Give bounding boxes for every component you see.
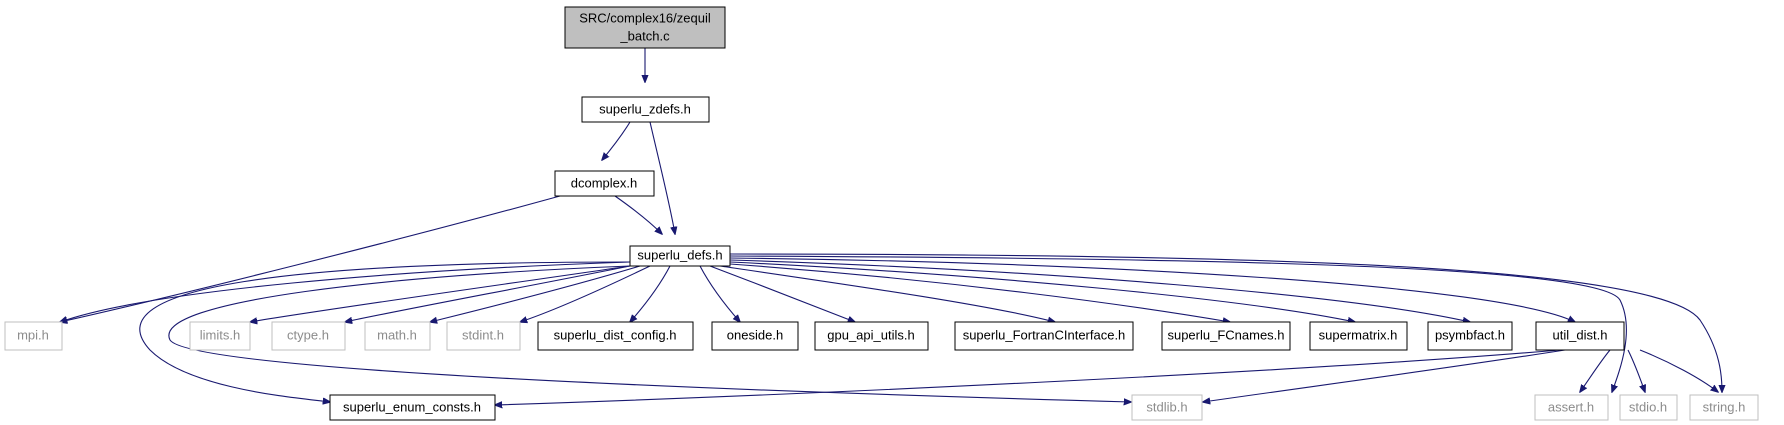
node-superlu-dist-config[interactable]: superlu_dist_config.h	[537, 321, 694, 351]
edge-util-dist-to-assert	[1580, 349, 1611, 392]
node-dcomplex-label: dcomplex.h	[571, 175, 637, 190]
node-oneside-label: oneside.h	[727, 327, 783, 342]
node-superlu-defs[interactable]: superlu_defs.h	[629, 245, 731, 267]
node-mpi-label: mpi.h	[17, 327, 49, 342]
edge-superlu-defs-to-oneside	[699, 265, 740, 322]
edge-superlu-defs-to-string	[729, 253, 1722, 392]
node-superlu-fcnames[interactable]: superlu_FCnames.h	[1161, 321, 1291, 351]
node-superlu-fortran-c-interface-label: superlu_FortranCInterface.h	[963, 327, 1126, 342]
edge-util-dist-to-stdio	[1627, 349, 1645, 392]
node-superlu-enum-consts-label: superlu_enum_consts.h	[343, 399, 481, 414]
edge-superlu-defs-to-limits	[250, 265, 631, 322]
edge-superlu-defs-to-mpi	[60, 261, 631, 322]
edge-superlu-defs-to-fortran-interface	[719, 265, 1055, 322]
node-stdio[interactable]: stdio.h	[1619, 394, 1678, 421]
edge-dcomplex-to-mpi	[60, 195, 561, 322]
node-superlu-fortran-c-interface[interactable]: superlu_FortranCInterface.h	[954, 321, 1134, 351]
node-superlu-zdefs-label: superlu_zdefs.h	[599, 101, 691, 116]
node-dcomplex[interactable]: dcomplex.h	[554, 170, 655, 197]
node-ctype-label: ctype.h	[287, 327, 329, 342]
node-root-label-line1: SRC/complex16/zequil	[579, 10, 711, 25]
edges	[60, 48, 1722, 405]
edge-superlu-defs-to-stdint	[520, 265, 651, 322]
edge-dcomplex-to-superlu-defs	[614, 195, 662, 234]
node-limits[interactable]: limits.h	[189, 321, 251, 351]
edge-superlu-zdefs-to-superlu-defs	[649, 121, 675, 234]
node-root-label-line2: _batch.c	[619, 28, 670, 43]
node-superlu-fcnames-label: superlu_FCnames.h	[1167, 327, 1284, 342]
node-mpi[interactable]: mpi.h	[4, 321, 63, 351]
node-superlu-dist-config-label: superlu_dist_config.h	[554, 327, 677, 342]
node-oneside[interactable]: oneside.h	[711, 321, 799, 351]
node-ctype[interactable]: ctype.h	[271, 321, 346, 351]
node-math-label: math.h	[377, 327, 417, 342]
node-stdio-label: stdio.h	[1629, 399, 1667, 414]
node-gpu-api-utils-label: gpu_api_utils.h	[827, 327, 914, 342]
edge-superlu-defs-to-fcnames	[729, 263, 1230, 322]
edge-util-dist-to-string	[1639, 349, 1718, 392]
node-util-dist[interactable]: util_dist.h	[1535, 321, 1625, 351]
node-string-label: string.h	[1703, 399, 1746, 414]
node-stdint-label: stdint.h	[462, 327, 504, 342]
node-superlu-defs-label: superlu_defs.h	[637, 247, 722, 262]
node-root-file[interactable]: SRC/complex16/zequil _batch.c	[564, 6, 726, 49]
edge-superlu-zdefs-to-dcomplex	[602, 121, 631, 160]
edge-superlu-defs-to-enum-consts	[139, 261, 631, 402]
node-psymbfact[interactable]: psymbfact.h	[1427, 321, 1513, 351]
node-psymbfact-label: psymbfact.h	[1435, 327, 1505, 342]
edge-superlu-defs-to-psymbfact	[729, 259, 1470, 322]
edge-superlu-defs-to-supermatrix	[729, 261, 1355, 322]
node-limits-label: limits.h	[200, 327, 240, 342]
edge-superlu-defs-to-gpu-api-utils	[709, 265, 855, 322]
node-supermatrix-label: supermatrix.h	[1319, 327, 1398, 342]
edge-util-dist-to-enum-consts	[495, 349, 1561, 405]
edge-util-dist-to-stdlib	[1203, 349, 1566, 402]
node-util-dist-label: util_dist.h	[1553, 327, 1608, 342]
node-gpu-api-utils[interactable]: gpu_api_utils.h	[814, 321, 929, 351]
node-supermatrix[interactable]: supermatrix.h	[1309, 321, 1408, 351]
edge-superlu-defs-to-math	[430, 265, 641, 322]
edge-superlu-defs-to-stdio	[729, 255, 1627, 392]
node-assert-label: assert.h	[1548, 399, 1594, 414]
node-stdint[interactable]: stdint.h	[446, 321, 521, 351]
node-superlu-zdefs[interactable]: superlu_zdefs.h	[581, 96, 710, 123]
node-string[interactable]: string.h	[1689, 394, 1759, 421]
node-stdlib[interactable]: stdlib.h	[1131, 394, 1203, 421]
node-stdlib-label: stdlib.h	[1146, 399, 1187, 414]
node-math[interactable]: math.h	[364, 321, 431, 351]
nodes: SRC/complex16/zequil _batch.c superlu_zd…	[4, 6, 1759, 421]
edge-superlu-defs-to-dist-config	[630, 265, 671, 322]
edge-superlu-defs-to-util-dist	[729, 257, 1575, 322]
node-superlu-enum-consts[interactable]: superlu_enum_consts.h	[329, 394, 496, 421]
node-assert[interactable]: assert.h	[1534, 394, 1609, 421]
edge-superlu-defs-to-ctype	[345, 265, 631, 322]
